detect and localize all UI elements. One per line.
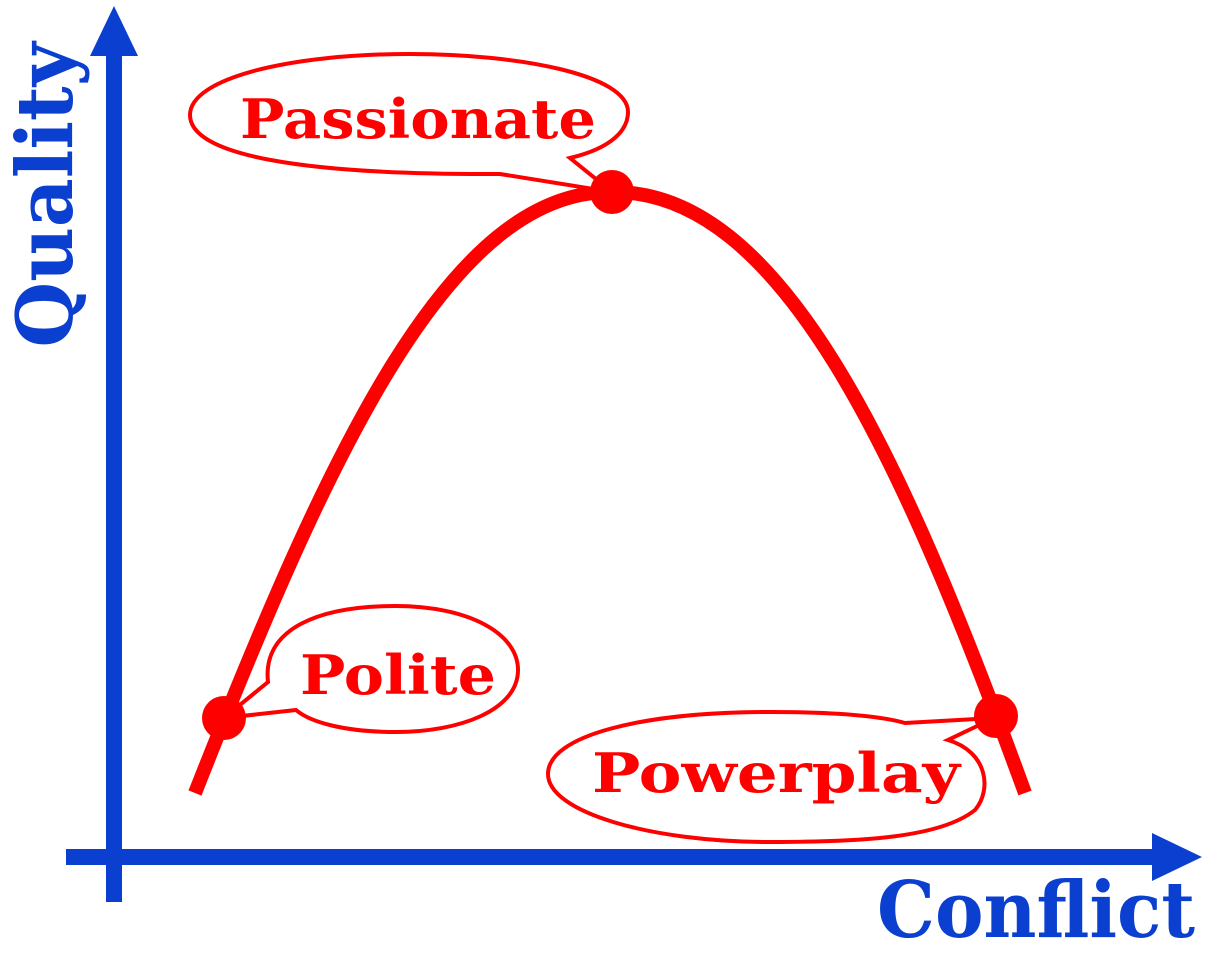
powerplay-label: Powerplay: [592, 741, 962, 805]
passionate-callout: Passionate: [187, 51, 634, 214]
passionate-point: [590, 170, 634, 214]
polite-callout: Polite: [202, 603, 521, 740]
y-axis-arrowhead: [90, 6, 138, 56]
polite-bubble: [217, 603, 521, 735]
powerplay-callout: Powerplay: [545, 694, 1018, 845]
passionate-bubble: [187, 51, 631, 196]
y-axis: [90, 6, 138, 902]
polite-label: Polite: [300, 643, 496, 707]
polite-point: [202, 696, 246, 740]
powerplay-point: [974, 694, 1018, 738]
x-axis-title: Conflict: [877, 865, 1195, 956]
x-axis-arrowhead: [1152, 833, 1202, 881]
passionate-label: Passionate: [240, 87, 596, 151]
y-axis-title: Quality: [0, 40, 91, 348]
powerplay-bubble: [545, 709, 995, 845]
x-axis: [66, 833, 1202, 881]
